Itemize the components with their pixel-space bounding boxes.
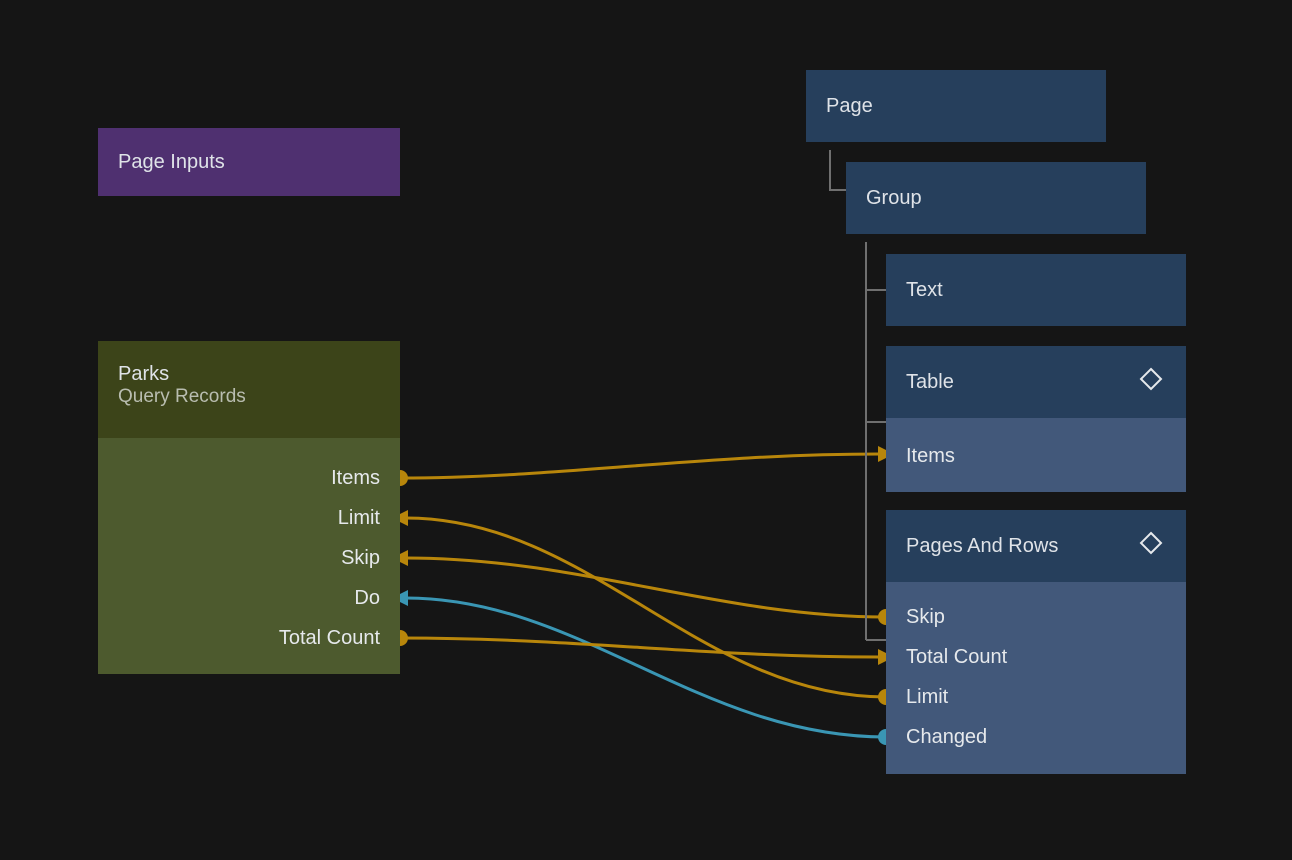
port-pagesandrows-total-count-label: Total Count	[906, 645, 1008, 668]
port-parks-items[interactable]: Items	[98, 458, 400, 498]
node-table[interactable]: Table Items	[886, 346, 1186, 492]
port-arrow-parks-do[interactable]	[392, 590, 408, 606]
node-parks-title: Parks	[118, 363, 170, 385]
port-pagesandrows-limit-label: Limit	[906, 685, 949, 708]
node-pages-and-rows-body: Skip Total Count Limit Changed	[886, 582, 1186, 774]
port-parks-skip[interactable]: Skip	[98, 538, 400, 578]
node-text-header: Text	[886, 254, 1186, 326]
port-parks-items-label: Items	[331, 466, 380, 489]
node-page-inputs-header: Page Inputs	[98, 128, 400, 196]
wire-parks-items-to-table-items	[399, 452, 881, 480]
diamond-icon[interactable]	[1138, 366, 1164, 398]
port-parks-do[interactable]: Do	[98, 578, 400, 618]
node-page-inputs[interactable]: Page Inputs	[98, 128, 400, 196]
node-page[interactable]: Page	[806, 70, 1106, 142]
tree-edge-page-group	[829, 150, 846, 191]
node-table-header: Table	[886, 346, 1186, 418]
port-parks-do-label: Do	[354, 586, 380, 609]
node-group-title: Group	[866, 186, 922, 209]
node-text[interactable]: Text	[886, 254, 1186, 326]
diamond-icon[interactable]	[1138, 530, 1164, 562]
node-pages-and-rows-header: Pages And Rows	[886, 510, 1186, 582]
wire-pagesandrows-limit-to-parks-limit	[405, 516, 887, 699]
wire-pagesandrows-skip-to-parks-skip	[405, 556, 887, 619]
node-group-header: Group	[846, 162, 1146, 234]
port-pagesandrows-skip-label: Skip	[906, 605, 945, 628]
node-parks-subtitle: Query Records	[118, 386, 246, 407]
port-parks-skip-label: Skip	[341, 546, 380, 569]
node-table-title: Table	[906, 370, 954, 393]
port-arrow-parks-skip[interactable]	[392, 550, 408, 566]
port-table-items[interactable]: Items	[886, 436, 1186, 476]
wire-pagesandrows-changed-to-parks-do	[405, 596, 887, 739]
node-page-header: Page	[806, 70, 1106, 142]
node-pages-and-rows[interactable]: Pages And Rows Skip Total Count Limit Ch…	[886, 510, 1186, 774]
node-text-title: Text	[906, 278, 943, 301]
port-parks-total-count-label: Total Count	[278, 626, 380, 649]
port-parks-limit-label: Limit	[337, 506, 380, 529]
port-arrow-parks-limit[interactable]	[392, 510, 408, 526]
node-parks-body: Items Limit Skip Do Total Count	[98, 438, 400, 674]
node-page-inputs-title: Page Inputs	[118, 150, 225, 173]
port-pagesandrows-changed-label: Changed	[906, 725, 988, 748]
node-page-title: Page	[826, 94, 873, 117]
port-parks-limit[interactable]: Limit	[98, 498, 400, 538]
node-group[interactable]: Group	[846, 162, 1146, 234]
port-pagesandrows-changed[interactable]: Changed	[886, 717, 1186, 757]
port-pagesandrows-total-count[interactable]: Total Count	[886, 637, 1186, 677]
node-table-body: Items	[886, 418, 1186, 492]
node-parks[interactable]: Parks Query Records Items Limit Skip Do …	[98, 341, 400, 674]
port-parks-total-count[interactable]: Total Count	[98, 618, 400, 658]
node-parks-header: Parks Query Records	[98, 341, 400, 438]
port-pagesandrows-limit[interactable]: Limit	[886, 677, 1186, 717]
port-pagesandrows-skip[interactable]: Skip	[886, 597, 1186, 637]
port-table-items-label: Items	[906, 444, 955, 467]
wire-parks-totalcount-to-pagesandrows-totalcount	[399, 636, 881, 659]
node-pages-and-rows-title: Pages And Rows	[906, 534, 1059, 557]
